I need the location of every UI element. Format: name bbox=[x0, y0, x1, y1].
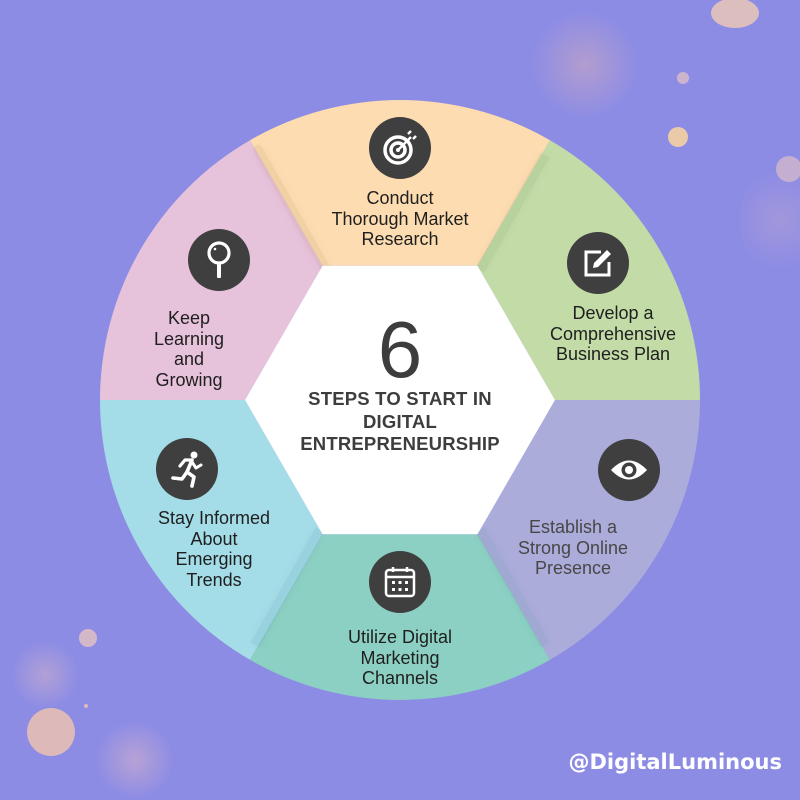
segment-emerging-trends bbox=[100, 400, 323, 660]
label-line: Trends bbox=[186, 569, 242, 590]
step-label-digital-marketing: Utilize Digital Marketing Channels bbox=[348, 627, 452, 689]
calendar-icon bbox=[369, 551, 431, 613]
bokeh-light bbox=[677, 72, 689, 84]
steps-count: 6 bbox=[377, 305, 423, 394]
label-line: Research bbox=[361, 229, 439, 249]
step-label-emerging-trends: Stay Informed About Emerging Trends bbox=[158, 508, 270, 590]
label-line: Conduct bbox=[366, 188, 434, 208]
label-line: Business Plan bbox=[555, 344, 671, 364]
label-line: Thorough Market bbox=[331, 208, 469, 229]
segment-market-research bbox=[250, 100, 550, 266]
label-line: Stay Informed bbox=[157, 508, 271, 528]
bokeh-light bbox=[95, 720, 175, 800]
bokeh-light bbox=[27, 708, 75, 756]
step-label-business-plan: Develop a Comprehensive Business Plan bbox=[550, 303, 676, 365]
center-hexagon bbox=[245, 265, 555, 535]
step-label-keep-learning: Keep Learning and Growing bbox=[154, 308, 224, 390]
label-line: Emerging bbox=[175, 549, 253, 569]
eye-icon bbox=[598, 439, 660, 501]
bokeh-light bbox=[84, 704, 88, 708]
label-line: Channels bbox=[361, 668, 439, 688]
label-line: Utilize Digital bbox=[347, 627, 453, 647]
bokeh-light bbox=[740, 160, 800, 280]
label-line: Presence bbox=[534, 558, 612, 578]
magnifier-icon bbox=[188, 229, 250, 291]
bokeh-light bbox=[530, 10, 640, 120]
center-title-line: ENTREPRENEURSHIP bbox=[300, 433, 500, 454]
label-line: Establish a bbox=[528, 517, 618, 537]
social-handle: @DigitalLuminous bbox=[568, 750, 782, 774]
label-line: Growing bbox=[155, 369, 223, 390]
fold-shadows bbox=[110, 145, 690, 648]
center-title-line: STEPS TO START IN bbox=[308, 388, 492, 409]
bokeh-light bbox=[776, 156, 800, 182]
bokeh-light bbox=[711, 0, 759, 28]
step-label-online-presence: Establish a Strong Online Presence bbox=[518, 517, 628, 579]
target-icon bbox=[369, 117, 431, 179]
bokeh-light bbox=[10, 640, 80, 710]
label-line: Marketing bbox=[360, 647, 440, 668]
running-person-icon bbox=[156, 438, 218, 500]
center-title-line: DIGITAL bbox=[362, 410, 438, 432]
segment-digital-marketing bbox=[250, 534, 550, 700]
label-line: Comprehensive bbox=[549, 323, 677, 344]
bokeh-light bbox=[668, 127, 688, 147]
label-line: About bbox=[190, 528, 238, 549]
label-line: Keep bbox=[167, 308, 211, 328]
label-line: Develop a bbox=[572, 303, 654, 323]
label-line: and bbox=[173, 349, 205, 369]
bokeh-light bbox=[79, 629, 97, 647]
label-line: Learning bbox=[153, 328, 225, 349]
label-line: Strong Online bbox=[517, 537, 629, 558]
step-label-market-research: Conduct Thorough Market Research bbox=[331, 188, 468, 250]
center-title: STEPS TO START IN DIGITAL ENTREPRENEURSH… bbox=[300, 388, 500, 456]
edit-icon bbox=[567, 232, 629, 294]
